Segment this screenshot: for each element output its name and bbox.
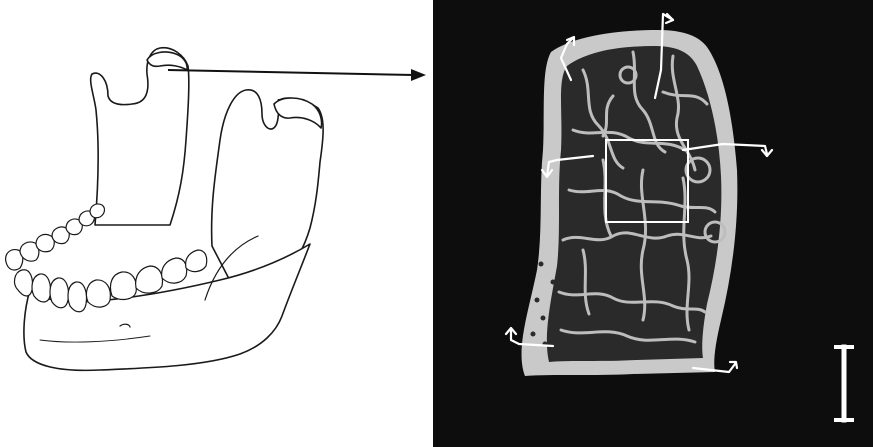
- far-teeth-row: [6, 204, 105, 270]
- micro-ct-section: [433, 0, 873, 447]
- far-ramus: [91, 48, 189, 225]
- mandible-illustration: [0, 0, 433, 447]
